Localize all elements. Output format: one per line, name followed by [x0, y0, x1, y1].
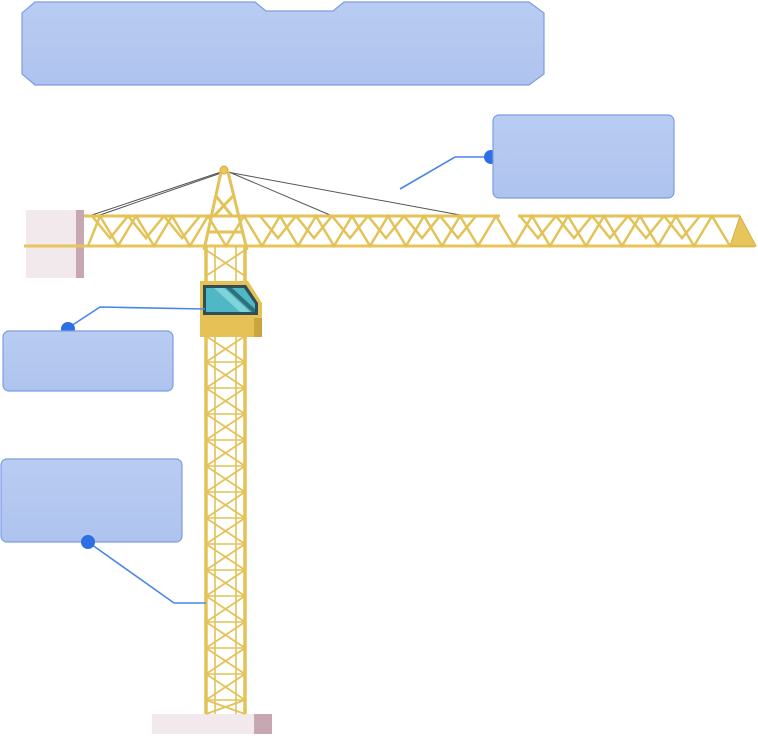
- tower-apex: [202, 165, 249, 251]
- support-cables: [91, 171, 461, 216]
- jib-bracing: [86, 213, 732, 249]
- callout-box: [492, 114, 675, 199]
- leader-line: [399, 156, 491, 190]
- leader-line: [87, 541, 206, 604]
- leader-line: [67, 306, 206, 329]
- callout-jib: [399, 114, 675, 199]
- callout-cab: [2, 306, 206, 392]
- callout-mast: [0, 458, 206, 604]
- counterweight: [26, 210, 84, 278]
- crane-jib: [24, 213, 757, 249]
- operator-cab: [200, 281, 262, 337]
- leader-dot: [81, 535, 95, 549]
- callout-box: [0, 458, 183, 543]
- title-banner: [21, 1, 545, 86]
- crane-base: [152, 714, 272, 734]
- callout-box: [2, 330, 174, 392]
